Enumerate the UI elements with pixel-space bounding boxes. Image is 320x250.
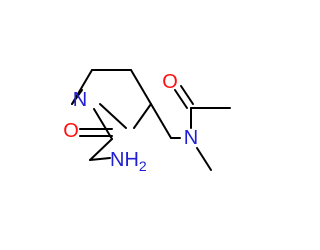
bond-ring-to-ch2 bbox=[150, 103, 172, 139]
molecule-canvas: N O O N NH2 bbox=[63, 69, 231, 174]
lower-carbonyl-oxygen-label: O bbox=[63, 120, 79, 142]
ring-bond-lower-right bbox=[133, 103, 152, 129]
bond-ch2-to-nh2 bbox=[89, 157, 111, 161]
bond-carbonyl-to-ch2 bbox=[89, 138, 113, 161]
ring-bond-upper-right bbox=[130, 69, 152, 105]
amino-group-main: NH bbox=[110, 149, 139, 171]
ring-nitrogen-label: N bbox=[73, 89, 87, 111]
bond-amide-n-to-methyl bbox=[196, 147, 212, 171]
amino-group-label: NH2 bbox=[110, 149, 147, 174]
amide-nitrogen-label: N bbox=[184, 127, 198, 149]
bond-upper-carbonyl-double-1 bbox=[174, 89, 188, 109]
molecule-structure: N O O N NH2 bbox=[63, 69, 231, 174]
bond-upper-carbonyl-double-2 bbox=[180, 85, 194, 105]
bond-n-to-carbonyl bbox=[93, 108, 113, 140]
ring-bond-left bbox=[71, 69, 93, 105]
amino-group-subscript: 2 bbox=[139, 158, 147, 174]
ring-bond-n-right bbox=[99, 103, 127, 129]
upper-carbonyl-oxygen-label: O bbox=[162, 71, 178, 93]
